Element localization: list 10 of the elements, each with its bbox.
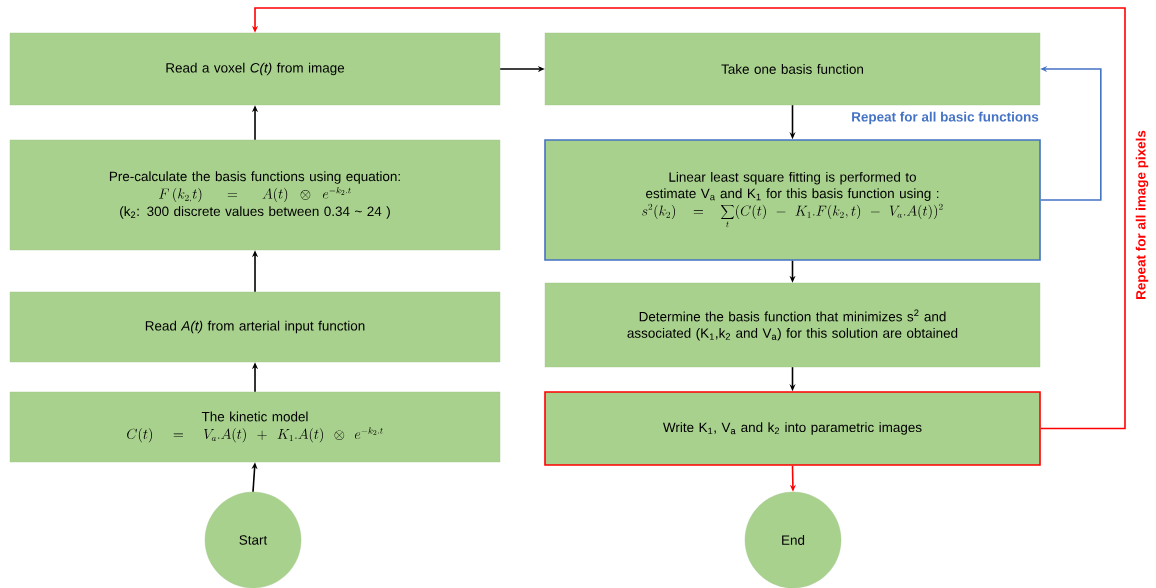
process-box: Linear least square fitting is performed to estimate V$_{a}$ and K$_{1}$ for this basis function using : $s^{2}(k_{2}) = \sum_{t}(C(t) - K_{1}.F(k_{2},t) - V_{a}.A(t))^{2}$: [544, 139, 1041, 261]
edge-label: Repeat for all image pixels: [1134, 129, 1150, 301]
process-box: The kinetic model $C(t) = V_{a}.A(t)+K_{1}.A(t)\otimes e^{-k_{2}.t}$: [9, 391, 501, 463]
process-box: Read A(t) from arterial input function: [9, 291, 501, 363]
edge-label: Repeat for all basic functions: [850, 110, 1040, 126]
process-box: Pre-calculate the basis functions using equation: $F\left(k_{2,}t\right) = A(t)\otimes e^{-k_{2}.t}$ (k$_{2}$: 300 discrete values between 0.34 ~ 24 ): [9, 139, 501, 251]
process-box: Write K$_{1}$, V$_{a}$ and k$_{2}$ into parametric images: [544, 391, 1041, 466]
process-box: Read a voxel C(t) from image: [9, 32, 501, 106]
process-box: Take one basis function: [544, 32, 1041, 106]
process-box: Determine the basis function that minimizes s$^{2}$ and associated (K$_{1}$,k$_{2}$ and V$_{a}$) for this solution are obtained: [544, 282, 1041, 368]
